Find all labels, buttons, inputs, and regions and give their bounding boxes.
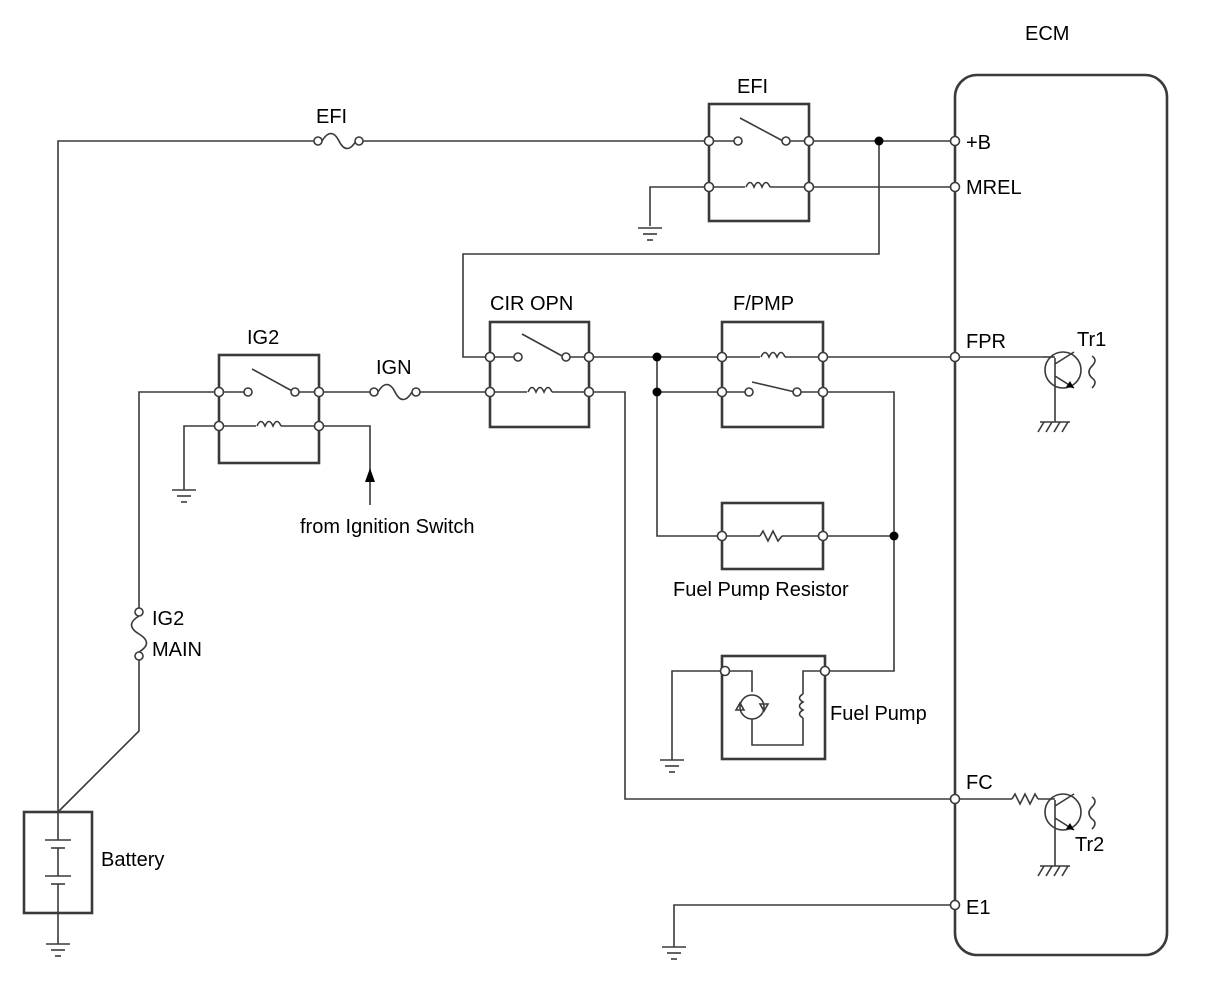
ecm-unit xyxy=(953,73,1169,957)
ig2-main-fuse xyxy=(130,607,148,661)
cir-opn-relay-label: CIR OPN xyxy=(490,293,573,315)
battery-label: Battery xyxy=(101,849,164,871)
ecm-pin-fpr-label: FPR xyxy=(966,331,1006,353)
ground-symbol-ig2 xyxy=(172,488,196,503)
efi-fuse-label: EFI xyxy=(316,106,347,128)
ign-fuse-label: IGN xyxy=(376,357,412,379)
ecm-pin-b-label: +B xyxy=(966,132,991,154)
ground-symbol-battery xyxy=(46,943,70,957)
battery xyxy=(22,810,94,944)
ecm-label: ECM xyxy=(1025,23,1069,45)
tr2-label: Tr2 xyxy=(1075,834,1104,856)
ground-symbol-efi xyxy=(638,227,662,241)
fuel-pump-resistor xyxy=(716,501,829,571)
ig2-relay-label: IG2 xyxy=(247,327,279,349)
efi-relay xyxy=(703,102,815,223)
ground-symbol-fuel-pump xyxy=(660,759,684,773)
junction-dots xyxy=(652,136,899,541)
ig2-relay xyxy=(213,353,325,465)
wiring xyxy=(57,140,1043,947)
ground-symbol-e1 xyxy=(662,946,686,960)
transistor-tr1 xyxy=(1037,351,1096,433)
ecm-pin-terminals xyxy=(949,135,961,911)
fuel-pump xyxy=(719,654,831,761)
ig2-main-fuse-label-line1: IG2 xyxy=(152,608,184,630)
cir-opn-relay xyxy=(484,320,595,429)
transistor-tr2 xyxy=(1011,792,1096,877)
ign-fuse xyxy=(369,383,421,401)
ecm-pin-e1-label: E1 xyxy=(966,897,990,919)
from-ignition-switch-arrow xyxy=(365,468,375,482)
fuel-pump-resistor-label: Fuel Pump Resistor xyxy=(673,579,849,601)
ecm-pin-mrel-label: MREL xyxy=(966,177,1022,199)
fuel-pump-label: Fuel Pump xyxy=(830,703,927,725)
from-ignition-switch-label: from Ignition Switch xyxy=(300,516,475,538)
f-pmp-relay xyxy=(716,320,829,429)
tr1-label: Tr1 xyxy=(1077,329,1106,351)
efi-fuse xyxy=(313,132,364,150)
ig2-main-fuse-label-line2: MAIN xyxy=(152,639,202,661)
efi-relay-label: EFI xyxy=(737,76,768,98)
f-pmp-relay-label: F/PMP xyxy=(733,293,794,315)
ecm-pin-fc-label: FC xyxy=(966,772,993,794)
